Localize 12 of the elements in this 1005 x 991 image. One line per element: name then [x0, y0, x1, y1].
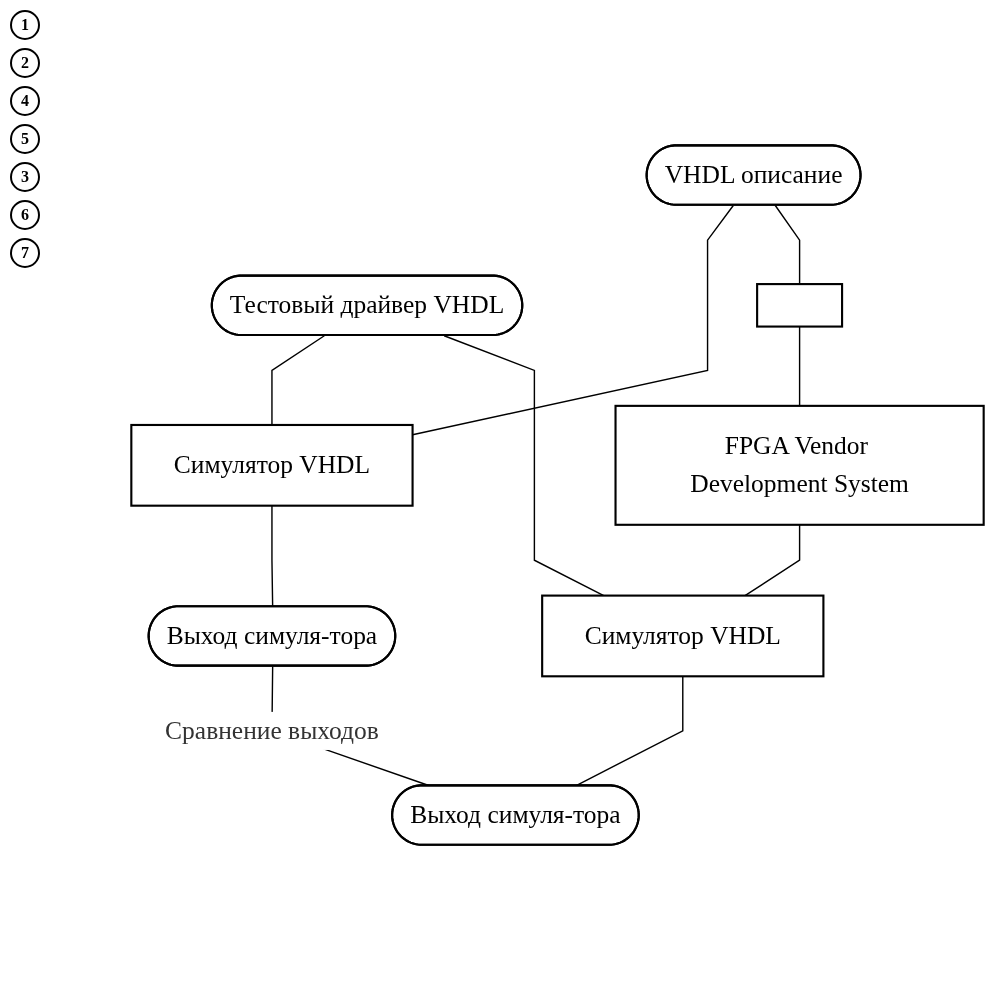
callout-number: 2: [10, 48, 40, 78]
callout-number: 3: [10, 162, 40, 192]
edge-label: Сравнение выходов: [165, 716, 379, 745]
node-box: Симулятор VHDL: [541, 594, 825, 678]
callout-number: 5: [10, 124, 40, 154]
callout-number: 6: [10, 200, 40, 230]
node-box: [756, 283, 844, 329]
node-box: FPGA Vendor Development System: [614, 405, 985, 527]
callout-number: 4: [10, 86, 40, 116]
callout-number: 7: [10, 238, 40, 268]
callout-number: 1: [10, 10, 40, 40]
node-box: Симулятор VHDL: [130, 424, 414, 508]
